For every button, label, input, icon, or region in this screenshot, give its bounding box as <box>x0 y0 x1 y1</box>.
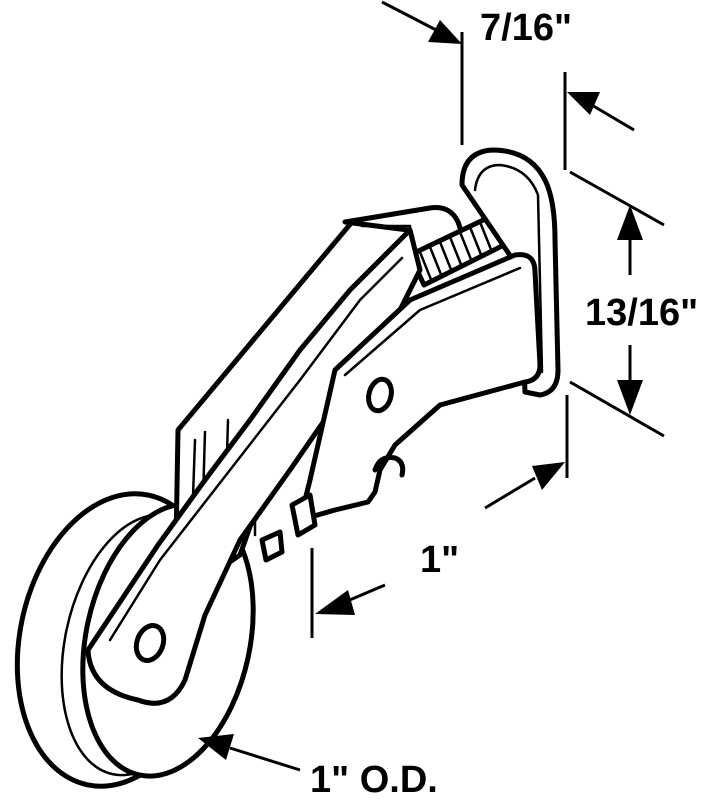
axle-hole <box>133 623 167 663</box>
label-wheel-od: 1" O.D. <box>310 759 438 800</box>
mounting-hole <box>366 376 394 414</box>
side-shoe-plate <box>297 252 543 523</box>
label-width-top: 7/16" <box>480 7 572 49</box>
dimension-height-side: 13/16" <box>569 170 698 438</box>
label-height-side: 13/16" <box>585 292 698 334</box>
label-length-bottom: 1" <box>420 539 459 581</box>
dimension-width-top: 7/16" <box>381 0 635 170</box>
dimension-wheel-od: 1" O.D. <box>198 734 438 800</box>
dimension-length-bottom: 1" <box>310 395 569 638</box>
arm-clip <box>259 492 318 563</box>
frame-front-arm <box>85 227 423 706</box>
